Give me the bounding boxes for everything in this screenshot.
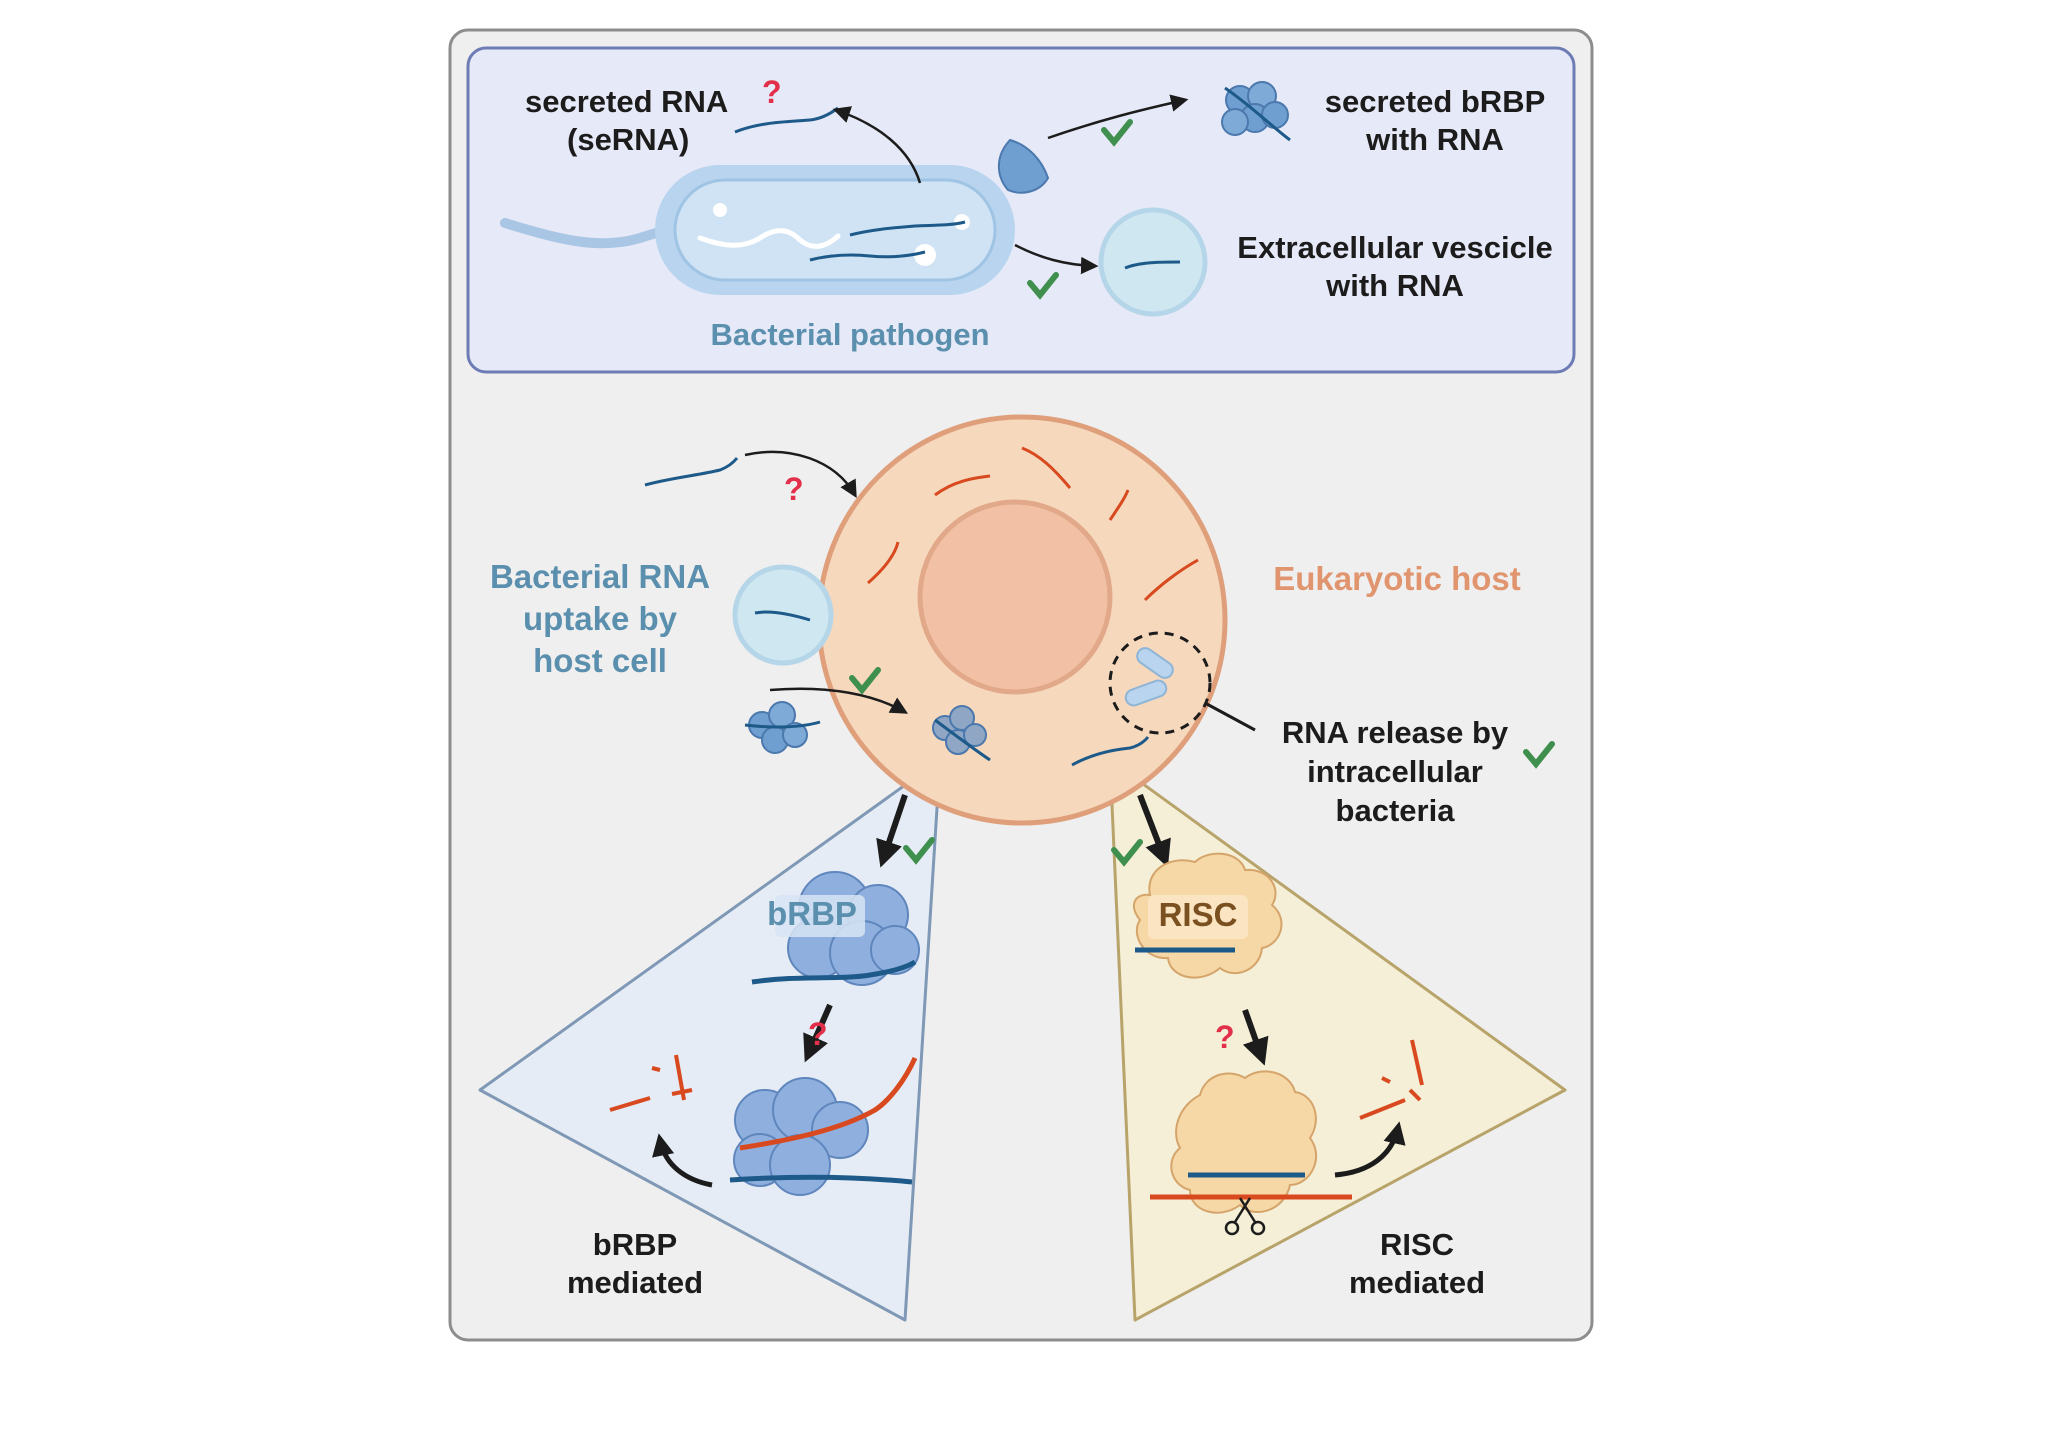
released-bacterial-rna [1071, 736, 1150, 767]
secreted-rna-label: secreted RNA [525, 84, 728, 119]
host-rna-strands [867, 446, 1199, 602]
extracellular-vesicle [1098, 207, 1208, 317]
arrow-brbp-into-host [769, 687, 909, 714]
secreted-rna-strand [734, 106, 839, 134]
brbp-mediated-label-1: bRBP [593, 1227, 677, 1262]
release-label-3: bacteria [1336, 793, 1456, 828]
brbp-protein-label-bg [775, 895, 865, 937]
release-label-1: RNA release by [1282, 715, 1509, 750]
intrabacterial-rna [809, 220, 966, 262]
host-cell [816, 414, 1228, 826]
brbp-mediated-label-2: mediated [567, 1265, 703, 1300]
scissors-icon [1224, 1197, 1266, 1236]
check-icon [903, 837, 935, 865]
arrow-to-serna [832, 106, 922, 184]
host-ev [732, 564, 834, 666]
uptake-label-2: uptake by [523, 600, 678, 637]
brbp-protein-label: bRBP [767, 895, 857, 932]
check-icon [1111, 839, 1143, 867]
arrow-to-brbp-pathway [876, 794, 908, 868]
eukaryotic-host-label: Eukaryotic host [1273, 560, 1521, 597]
bacterial-pathogen-label: Bacterial pathogen [710, 317, 989, 352]
secretion-system [997, 138, 1050, 194]
question-icon: ? [762, 74, 782, 110]
brbp-target-complex [729, 1056, 918, 1196]
secreted-brbp-label-2: with RNA [1365, 122, 1504, 157]
intracellular-pointer [1204, 701, 1256, 732]
check-icon [1027, 272, 1059, 300]
question-icon: ? [808, 1016, 828, 1052]
uptake-label-1: Bacterial RNA [490, 558, 710, 595]
arrow-brbp-to-target [803, 1003, 833, 1063]
serna-label: (seRNA) [567, 122, 689, 157]
degraded-rna-left [609, 1054, 693, 1112]
risc-target-complex [1150, 1070, 1352, 1214]
brbp-bound-rna [751, 959, 917, 985]
bacterium [655, 165, 1015, 295]
uptake-label-3: host cell [533, 642, 667, 679]
question-icon: ? [784, 471, 804, 507]
secreted-brbp-complex [1221, 81, 1291, 142]
risc-mediated-label-2: mediated [1349, 1265, 1485, 1300]
ev-label-2: with RNA [1325, 268, 1464, 303]
degraded-rna-right [1359, 1039, 1424, 1120]
question-icon: ? [1215, 1019, 1235, 1055]
arrow-to-brbp [1047, 94, 1189, 140]
intracellular-bacteria [1108, 631, 1212, 735]
free-bacterial-rna [644, 457, 739, 487]
risc-protein-label: RISC [1159, 896, 1238, 933]
external-brbp-complex [744, 701, 821, 754]
check-icon [849, 667, 881, 695]
arrow-risc-to-target [1242, 1008, 1269, 1066]
release-label-2: intracellular [1307, 754, 1483, 789]
secreted-brbp-label: secreted bRBP [1325, 84, 1546, 119]
risc-mediated-label-1: RISC [1380, 1227, 1454, 1262]
arrow-brbp-degradation [652, 1133, 713, 1188]
arrow-risc-degradation [1334, 1121, 1406, 1178]
ev-label: Extracellular vescicle [1237, 230, 1552, 265]
check-icon [1523, 741, 1555, 769]
internal-brbp-complex [932, 705, 991, 762]
risc-protein-label-bg [1148, 895, 1248, 939]
check-icon [1101, 119, 1133, 147]
arrow-to-vesicle [1014, 243, 1099, 275]
arrow-to-risc-pathway [1137, 793, 1171, 868]
arrow-into-host [744, 450, 857, 499]
